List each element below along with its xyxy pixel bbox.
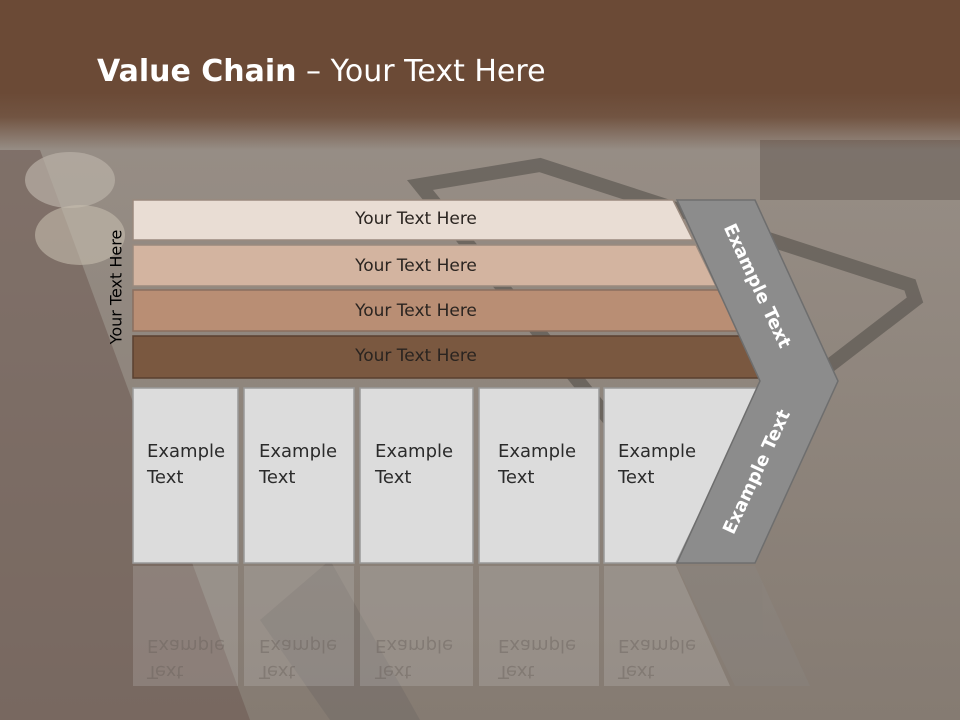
box-5-reflection-line2: Text [618, 661, 655, 682]
box-3-reflection: Text Example [375, 632, 453, 684]
box-5-reflection-line1: Example [618, 635, 697, 656]
box-2-reflection-line2: Text [259, 661, 296, 682]
box-3 [359, 387, 474, 564]
box-2-reflection-line1: Example [259, 635, 338, 656]
box-2 [243, 387, 355, 564]
box-3-reflection-line1: Example [375, 635, 454, 656]
box-2-reflection: Text Example [259, 632, 337, 684]
box-4-reflection-line1: Example [498, 635, 577, 656]
bar-3-label: Your Text Here [355, 301, 477, 321]
bar-2-label: Your Text Here [355, 256, 477, 276]
title-rest: – Your Text Here [296, 54, 546, 89]
box-1 [132, 387, 239, 564]
box-5-line1: Example [618, 441, 697, 462]
box-4-line1: Example [498, 441, 577, 462]
box-4-reflection-line2: Text [498, 661, 535, 682]
box-4-line2: Text [498, 467, 535, 488]
page-title: Value Chain – Your Text Here [97, 54, 546, 89]
box-1-line1: Example [147, 441, 226, 462]
box-1-line2: Text [147, 467, 184, 488]
box-1-reflection-line2: Text [147, 661, 184, 682]
box-1-reflection-line1: Example [147, 635, 226, 656]
bar-1-label: Your Text Here [355, 209, 477, 229]
reflection [133, 566, 810, 686]
box-5 [603, 387, 762, 564]
box-4-reflection: Text Example [498, 632, 576, 684]
bar-4-label: Your Text Here [355, 346, 477, 366]
chevron-arrow [675, 199, 839, 564]
header-band [0, 0, 960, 150]
bar-1 [132, 199, 695, 241]
title-bold: Value Chain [97, 54, 297, 89]
box-1-reflection: Text Example [147, 632, 225, 684]
box-5-line2: Text [618, 467, 655, 488]
box-2-line2: Text [259, 467, 296, 488]
box-4 [478, 387, 600, 564]
box-3-line1: Example [375, 441, 454, 462]
box-5-reflection: Text Example [618, 632, 696, 684]
box-2-line1: Example [259, 441, 338, 462]
box-3-line2: Text [375, 467, 412, 488]
box-3-reflection-line2: Text [375, 661, 412, 682]
